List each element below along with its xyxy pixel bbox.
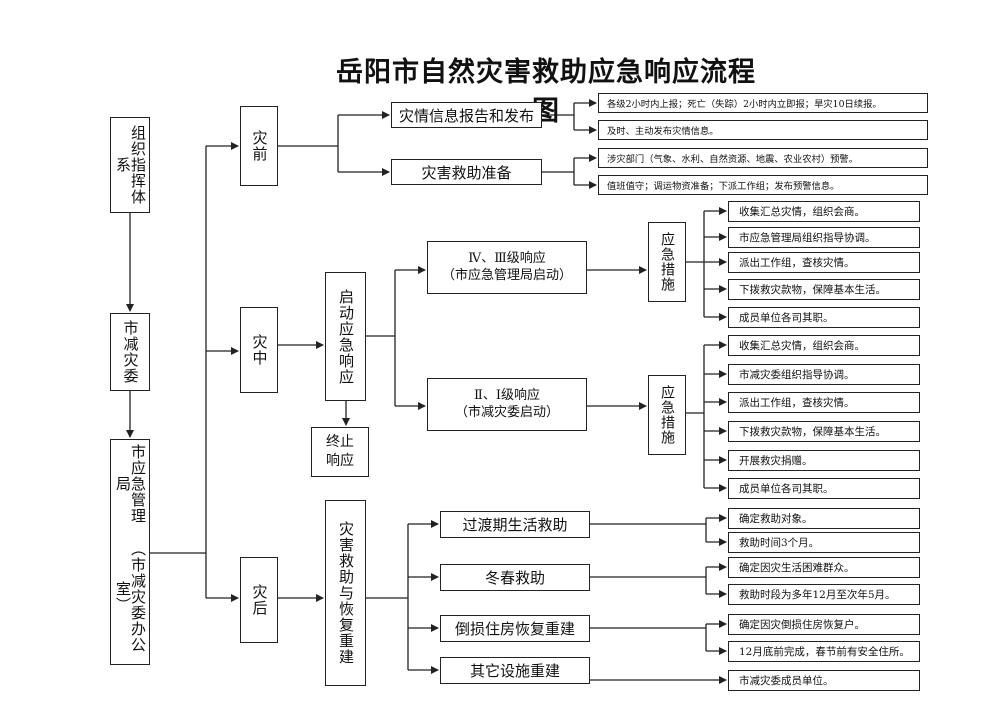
committee-box: 市减灾委	[110, 313, 150, 391]
measure-item: 下拨救灾款物，保障基本生活。	[728, 421, 920, 442]
after-item: 确定救助对象。	[728, 508, 920, 529]
start-response-box: 启动应急响应	[325, 272, 366, 401]
stage-during-box: 灾中	[240, 307, 278, 393]
after-item: 确定因灾倒损住房恢复户。	[728, 614, 920, 635]
after-item: 12月底前完成，春节前有安全住所。	[728, 641, 920, 662]
measure-item: 收集汇总灾情，组织会商。	[728, 335, 920, 356]
measure-item: 市减灾委组织指导协调。	[728, 364, 920, 385]
org-system-label: 组织指挥体系	[114, 125, 147, 205]
measures-label-2: 应急措施	[659, 385, 675, 445]
committee-label: 市减灾委	[121, 320, 140, 384]
stop-response-box: 终止响应	[311, 427, 369, 477]
relief-rebuild-box: 灾害救助与恢复重建	[325, 500, 366, 686]
measure-item: 市应急管理局组织指导协调。	[728, 227, 920, 248]
report-item: 各级2小时内上报；死亡（失踪）2小时内立即报；旱灾10日续报。	[598, 93, 928, 113]
stage-before-label: 灾前	[250, 130, 269, 162]
page-title: 岳阳市自然灾害救助应急响应流程图	[336, 57, 756, 127]
org-system-box: 组织指挥体系	[110, 117, 150, 213]
level-iv-iii-note: （市应急管理局启动）	[441, 267, 572, 283]
measures-box-1: 应急措施	[648, 222, 686, 302]
stage-during-label: 灾中	[250, 334, 269, 366]
measure-item: 成员单位各司其职。	[728, 307, 920, 328]
report-box: 灾情信息报告和发布	[391, 102, 542, 128]
measures-label-1: 应急措施	[659, 232, 675, 292]
report-item: 及时、主动发布灾情信息。	[598, 120, 928, 140]
level-iv-iii-title: Ⅳ、Ⅲ级响应	[468, 250, 546, 266]
after-group-winter-spring: 冬春救助	[440, 564, 590, 591]
after-item: 救助时段为多年12月至次年5月。	[728, 584, 920, 605]
stop-response-label: 终止响应	[326, 434, 354, 469]
after-item: 市减灾委成员单位。	[728, 670, 920, 691]
measure-item: 收集汇总灾情，组织会商。	[728, 201, 920, 222]
measure-item: 开展救灾捐赠。	[728, 450, 920, 471]
stage-after-label: 灾后	[250, 584, 269, 616]
measure-item: 成员单位各司其职。	[728, 478, 920, 499]
measure-item: 下拨救灾款物，保障基本生活。	[728, 279, 920, 300]
level-ii-i-title: Ⅱ、Ⅰ级响应	[474, 387, 540, 403]
stage-before-box: 灾前	[240, 106, 278, 186]
prepare-item: 涉灾部门（气象、水利、自然资源、地震、农业农村）预警。	[598, 148, 928, 168]
after-item: 救助时间3个月。	[728, 532, 920, 553]
after-group-transition: 过渡期生活救助	[440, 511, 590, 538]
measure-item: 派出工作组，查核灾情。	[728, 252, 920, 273]
after-group-facilities: 其它设施重建	[440, 657, 590, 684]
measure-item: 派出工作组，查核灾情。	[728, 392, 920, 413]
prepare-box: 灾害救助准备	[391, 159, 542, 185]
level-iv-iii-box: Ⅳ、Ⅲ级响应 （市应急管理局启动）	[427, 241, 587, 294]
level-ii-i-note: （市减灾委启动）	[454, 404, 559, 420]
stage-after-box: 灾后	[240, 557, 278, 643]
measures-box-2: 应急措施	[648, 375, 686, 455]
start-response-label: 启动应急响应	[337, 288, 355, 385]
after-group-housing: 倒损住房恢复重建	[440, 615, 590, 642]
bureau-note: （市减灾委办公室）	[114, 541, 147, 654]
bureau-box: 市应急管理局 （市减灾委办公室）	[110, 439, 150, 665]
relief-rebuild-label: 灾害救助与恢复重建	[337, 521, 355, 665]
level-ii-i-box: Ⅱ、Ⅰ级响应 （市减灾委启动）	[427, 378, 587, 431]
prepare-item: 值班值守；调运物资准备；下派工作组；发布预警信息。	[598, 175, 928, 195]
bureau-label: 市应急管理局	[114, 444, 147, 525]
after-item: 确定因灾生活困难群众。	[728, 557, 920, 578]
